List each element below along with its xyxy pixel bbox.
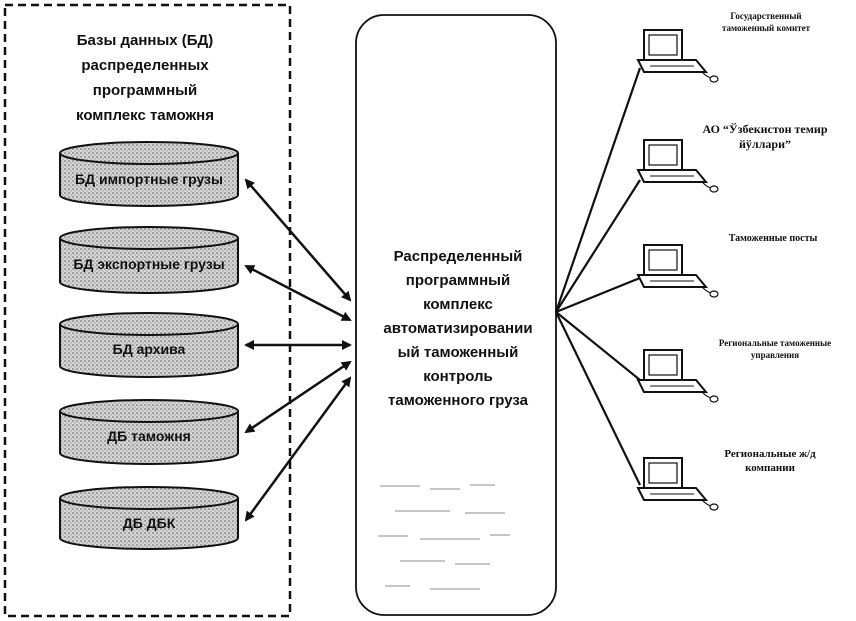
computer-icon-3 (636, 244, 719, 298)
center-line-2: программный (405, 272, 511, 289)
computer-2-label: АО “Ўзбекистон темир йўллари” (690, 122, 840, 152)
computer-icon-5 (636, 457, 719, 511)
computer-1-label-line-1: Государственный (730, 11, 802, 21)
center-system-box (355, 14, 557, 616)
db-group-title: Базы данных (БД) распределенных программ… (30, 28, 260, 128)
db-cylinder-1 (59, 141, 239, 207)
center-line-6: контроль (423, 368, 493, 385)
center-line-4: автоматизировании (383, 320, 533, 337)
center-line-3: комплекс (423, 296, 493, 313)
computer-3-label: Таможенные посты (698, 232, 848, 245)
db-cylinder-3 (59, 312, 239, 378)
computer-4-label-line-1: Региональные таможенные (718, 338, 832, 348)
arrow-db-5 (244, 376, 352, 522)
center-line-7: таможенного груза (388, 392, 528, 409)
link-computer-1 (554, 67, 642, 313)
link-computer-5 (555, 311, 641, 486)
computer-icon-1 (636, 29, 719, 83)
computer-icon-2 (636, 139, 719, 193)
computer-4-label-line-2: управления (750, 350, 800, 360)
link-computer-2 (555, 179, 641, 313)
db-cylinder-3-label: БД архива (112, 341, 186, 357)
computer-1-label-line-2: таможенный комитет (721, 23, 811, 33)
db-cylinder-4-label: ДБ таможня (107, 428, 191, 444)
db-cylinder-4 (59, 399, 239, 465)
arrow-db-2 (244, 264, 352, 322)
computer-icon-4 (636, 349, 719, 403)
computer-5-label: Региональные ж/д компании (700, 447, 840, 475)
db-group-title-line-3: комплекс таможня (76, 107, 214, 124)
db-group-title-line-1: Базы данных (БД) (76, 32, 214, 49)
db-cylinder-2-label: БД экспортные грузы (73, 256, 225, 272)
arrow-db-1 (244, 178, 352, 302)
computer-4-label: Региональные таможенные управления (700, 337, 850, 361)
computer-2-label-line-2: йўллари” (739, 137, 791, 151)
db-group-title-line-2: распределенных программный (81, 57, 209, 99)
link-computer-3 (555, 276, 641, 314)
arrow-db-4 (244, 360, 352, 434)
computer-5-label-line-1: Региональные ж/д (724, 448, 816, 460)
computer-3-label-line-1: Таможенные посты (728, 233, 818, 244)
computer-5-label-line-2: компании (745, 462, 795, 474)
link-computer-4 (555, 311, 641, 381)
db-cylinder-1-label: БД импортные грузы (75, 171, 223, 187)
center-line-1: Распределенный (393, 248, 523, 265)
db-cylinder-2 (59, 226, 239, 294)
center-system-label: Распределенный программный комплекс авто… (366, 245, 550, 413)
db-cylinder-5 (59, 486, 239, 550)
db-cylinder-5-label: ДБ ДБК (122, 515, 176, 531)
center-line-5: ый таможенный (397, 344, 519, 361)
computer-1-label: Государственный таможенный комитет (696, 10, 836, 34)
computer-2-label-line-1: АО “Ўзбекистон темир (702, 122, 828, 136)
center-box-scan-texture (378, 484, 510, 590)
